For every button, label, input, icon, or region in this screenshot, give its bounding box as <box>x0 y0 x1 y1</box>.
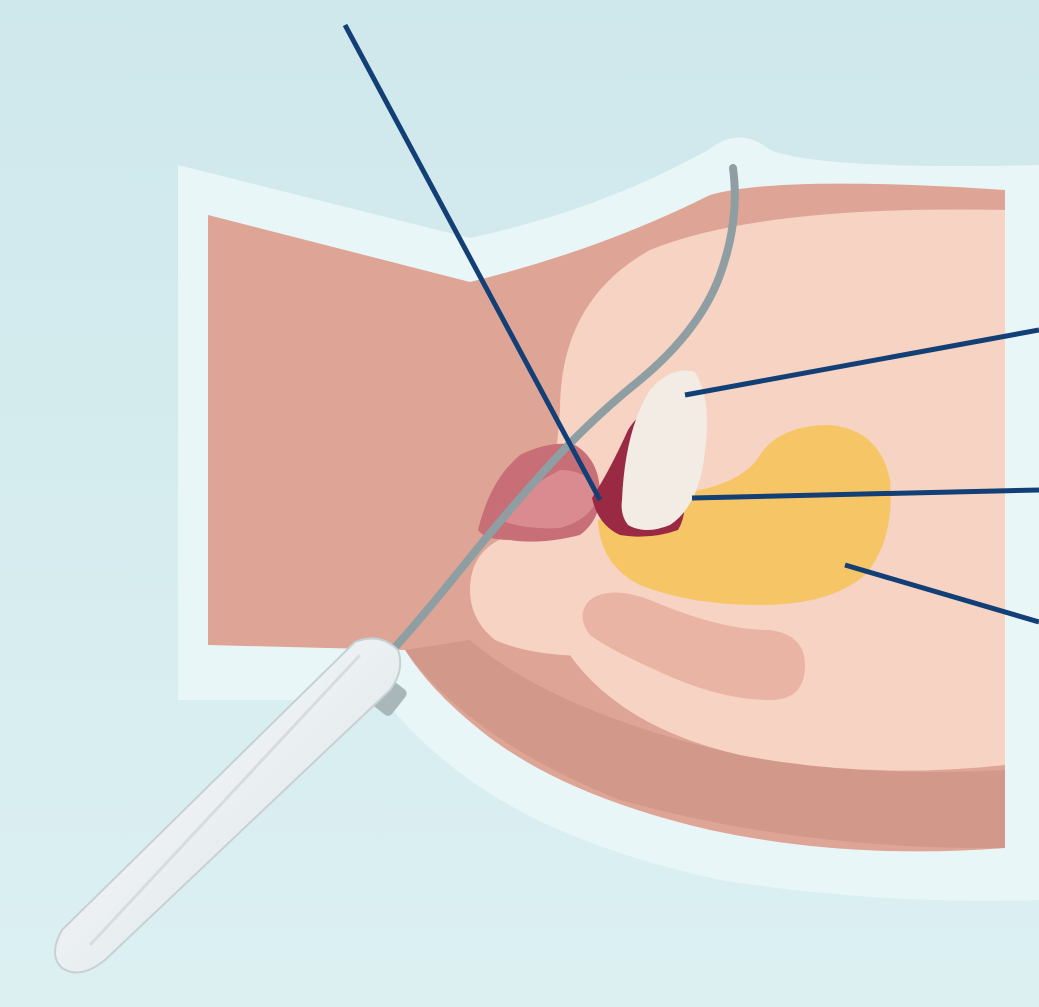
diagram-stage <box>0 0 1039 1007</box>
aspiration-diagram <box>0 0 1039 1007</box>
